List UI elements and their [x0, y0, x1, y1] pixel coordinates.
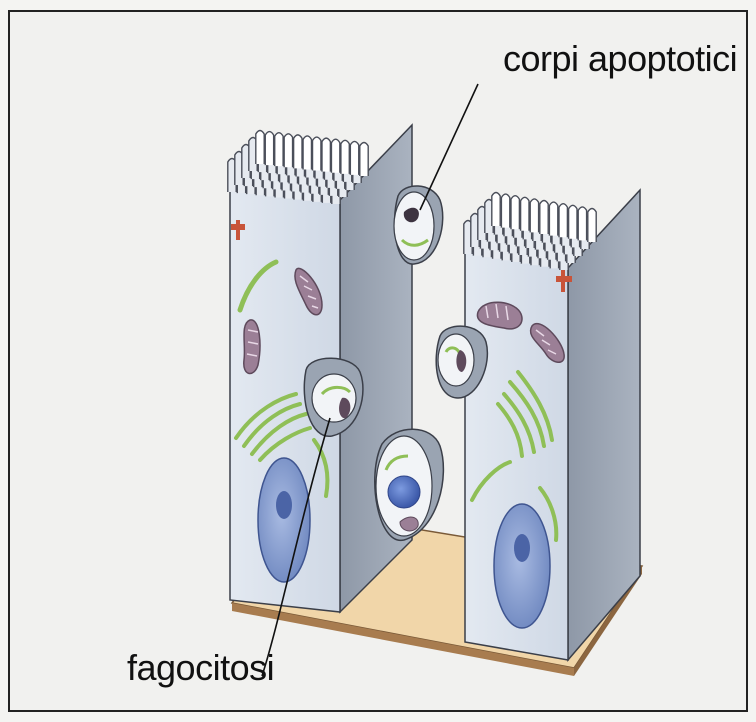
microvillus	[540, 201, 548, 235]
microvillus	[265, 132, 273, 166]
microvillus	[294, 135, 302, 169]
label-apoptotic-bodies: corpi apoptotici	[503, 38, 737, 80]
microvillus	[341, 140, 349, 174]
label-phagocytosis: fagocitosi	[127, 647, 274, 689]
microvillus	[275, 133, 283, 167]
microvillus	[578, 207, 586, 241]
microvillus	[313, 137, 321, 171]
microvillus	[569, 205, 577, 239]
leader-line-apoptotic-bodies	[420, 84, 478, 210]
microvillus	[331, 139, 339, 173]
apoptotic-body-icon	[375, 429, 444, 540]
microvillus	[511, 196, 519, 230]
microvillus	[360, 143, 368, 177]
microvillus	[549, 202, 557, 236]
microvillus	[559, 204, 567, 238]
microvillus	[501, 194, 509, 228]
microvilli-left	[228, 131, 368, 205]
microvillus	[530, 199, 538, 233]
apoptotic-body-icon	[394, 186, 443, 264]
microvillus	[588, 209, 596, 243]
nucleus-icon	[494, 504, 550, 628]
microvillus	[350, 141, 358, 175]
microvillus	[256, 131, 264, 165]
microvillus	[492, 193, 500, 227]
microvillus	[322, 138, 330, 172]
mitochondrion-icon	[244, 320, 260, 374]
microvillus	[303, 136, 311, 170]
microvillus	[284, 134, 292, 168]
microvillus	[521, 197, 529, 231]
